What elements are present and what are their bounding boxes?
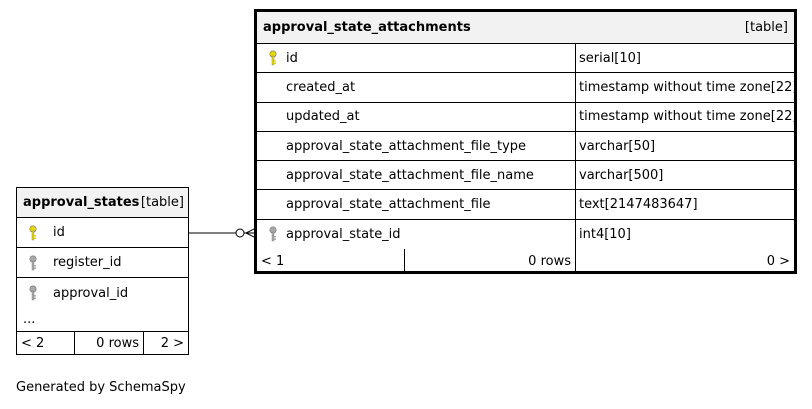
column-name-cell: approval_state_attachment_file xyxy=(257,190,576,219)
table-name: approval_state_attachments xyxy=(263,20,471,35)
column-name-cell: id xyxy=(17,218,188,247)
column-name: approval_id xyxy=(53,285,129,301)
table-kind: [table] xyxy=(744,20,788,35)
column-type: text[2147483647] xyxy=(579,197,698,213)
foreign-key-icon xyxy=(263,226,283,242)
table-approval-state-attachments[interactable]: approval_state_attachments [table] id ser… xyxy=(254,9,797,274)
column-name-cell: approval_state_id xyxy=(257,219,576,250)
column-name: approval_state_attachment_file_type xyxy=(286,138,527,154)
column-name: approval_state_attachment_file_name xyxy=(286,167,534,183)
primary-key-icon xyxy=(23,224,43,241)
primary-key-icon xyxy=(263,50,283,66)
more-columns-row: ... xyxy=(17,308,188,332)
column-name: approval_state_id xyxy=(286,226,401,242)
column-row-approval-state-attachment-file-name[interactable]: approval_state_attachment_file_name varch… xyxy=(257,161,794,191)
column-row-approval-state-id[interactable]: approval_state_id int4[10] xyxy=(257,219,794,250)
table-kind: [table] xyxy=(140,195,184,210)
column-name-cell: approval_id xyxy=(17,278,188,308)
column-row-register-id[interactable]: register_id xyxy=(17,248,188,278)
column-name: id xyxy=(53,225,65,240)
column-type: timestamp without time zone[22] xyxy=(579,109,794,125)
zero-cardinality-circle xyxy=(235,228,245,238)
column-name: id xyxy=(286,50,298,66)
column-type: varchar[50] xyxy=(579,138,656,154)
column-name: approval_state_attachment_file xyxy=(286,197,491,213)
more-columns: ... xyxy=(23,312,36,327)
column-type: int4[10] xyxy=(579,226,631,242)
table-footer: < 2 0 rows 2 > xyxy=(17,332,188,354)
column-row-created-at[interactable]: created_at timestamp without time zone[22… xyxy=(257,73,794,103)
column-name: updated_at xyxy=(286,109,360,125)
table-footer: < 1 0 rows 0 > xyxy=(257,249,794,274)
column-type: timestamp without time zone[22] xyxy=(579,79,794,95)
column-row-approval-id[interactable]: approval_id xyxy=(17,278,188,308)
column-name-cell: created_at xyxy=(257,73,576,102)
column-name-cell: id xyxy=(257,44,576,73)
parents-count: < 2 xyxy=(17,332,75,354)
column-type: serial[10] xyxy=(579,50,641,66)
column-row-id[interactable]: id xyxy=(17,218,188,248)
foreign-key-icon xyxy=(23,254,43,271)
column-row-updated-at[interactable]: updated_at timestamp without time zone[22… xyxy=(257,102,794,132)
column-name: created_at xyxy=(286,79,356,95)
column-name-cell: approval_state_attachment_file_name xyxy=(257,161,576,190)
column-row-approval-state-attachment-file-type[interactable]: approval_state_attachment_file_type varch… xyxy=(257,131,794,162)
table-name: approval_states xyxy=(23,195,140,210)
generated-by-label: Generated by SchemaSpy xyxy=(16,380,186,395)
column-name: register_id xyxy=(53,255,122,270)
children-count: 0 > xyxy=(766,253,790,269)
table-header: approval_state_attachments [table] xyxy=(257,12,794,44)
column-row-id[interactable]: id serial[10] xyxy=(257,44,794,74)
column-row-approval-state-attachment-file[interactable]: approval_state_attachment_file text[21474… xyxy=(257,190,794,220)
row-count: 0 rows xyxy=(75,332,144,354)
parents-count: < 1 xyxy=(257,249,405,274)
column-type: varchar[500] xyxy=(579,167,664,183)
table-header: approval_states [table] xyxy=(17,188,188,218)
column-name-cell: updated_at xyxy=(257,102,576,131)
row-count: 0 rows xyxy=(405,249,576,274)
column-name-cell: approval_state_attachment_file_type xyxy=(257,131,576,161)
column-name-cell: register_id xyxy=(17,248,188,277)
foreign-key-icon xyxy=(23,285,43,301)
children-count: 2 > xyxy=(160,335,184,351)
